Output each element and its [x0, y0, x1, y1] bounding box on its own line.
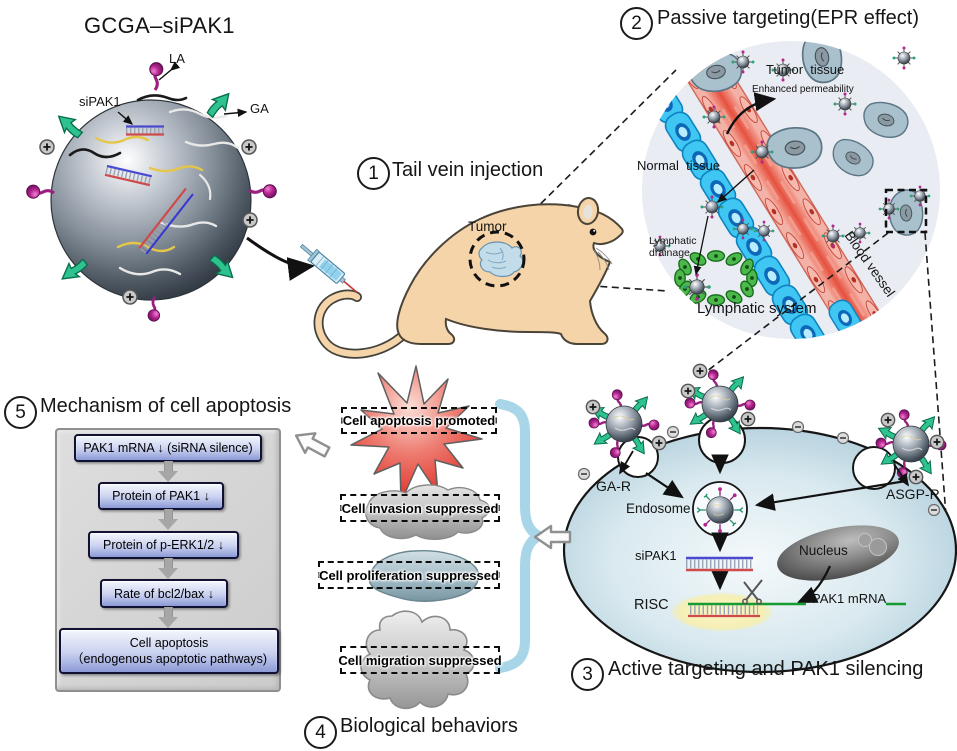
- flowchart-down-arrow-icon: [157, 558, 179, 579]
- lymphatic-drainage-label-1: Lymphatic: [649, 235, 697, 247]
- step-5-title: Mechanism of cell apoptosis: [40, 395, 292, 417]
- flowchart-box-pak1-mrna: PAK1 mRNA ↓ (siRNA silence): [74, 434, 262, 462]
- nucleolus-icon: [869, 538, 887, 556]
- step-1-title: Tail vein injection: [392, 159, 544, 181]
- flowchart-box-protein-pak1: Protein of PAK1 ↓: [98, 482, 224, 510]
- extravasation-arrow: [716, 169, 755, 203]
- biological-behavior-shapes: [289, 365, 572, 710]
- risc-label: RISC: [634, 597, 669, 613]
- scissors-icon: [742, 579, 763, 605]
- step-2-title: Passive targeting(EPR effect): [657, 7, 919, 29]
- normal-tissue-label: Normal tissue: [637, 158, 721, 173]
- tumor-tissue-label: Tumor tissue: [766, 62, 845, 77]
- sipak1-ligand-label: siPAK1: [79, 94, 121, 109]
- lymphatic-drainage-arrow: [693, 215, 709, 276]
- step-3-title: Active targeting and PAK1 silencing: [608, 658, 924, 680]
- behavior-invasion-box: Cell invasion suppressed: [340, 494, 500, 522]
- behavior-migration-box: Cell migration suppressed: [338, 646, 502, 674]
- figure-title: GCGA–siPAK1: [84, 13, 235, 38]
- enhanced-permeability-arrow: [725, 92, 777, 135]
- flowchart-box-cell-apoptosis: Cell apoptosis （endogenous apoptotic pat…: [59, 628, 279, 674]
- mouse-illustration: [313, 197, 624, 359]
- ga-label: GA: [250, 101, 269, 116]
- risc-duplex-and-mrna: [688, 602, 906, 618]
- step-5-number: 5: [4, 396, 37, 429]
- step-4-title: Biological behaviors: [340, 715, 518, 737]
- endosome-label: Endosome: [626, 501, 691, 516]
- cell-apoptosis-line2: （endogenous apoptotic pathways): [71, 652, 267, 666]
- tumor-on-mouse: [468, 230, 526, 288]
- flowchart-down-arrow-icon: [157, 607, 179, 628]
- sipak1-duplex-free: [686, 556, 753, 572]
- mouse-inner-ear: [583, 204, 593, 220]
- sipak1-duplexes: [104, 125, 194, 255]
- step-3-number: 3: [571, 658, 604, 691]
- epr-illustration: [642, 41, 940, 339]
- step-1-number: 1: [357, 157, 390, 190]
- cell-apoptosis-line1: Cell apoptosis: [129, 635, 209, 650]
- flowchart-box-bcl2-bax: Rate of bcl2/bax ↓: [100, 579, 228, 608]
- tumor-label: Tumor: [468, 219, 507, 234]
- magnified-region-box: [884, 188, 928, 234]
- lymphatic-drainage-label-2: drainage: [649, 247, 690, 259]
- mouse-tail: [315, 291, 408, 357]
- ga-receptor-label: GA-R: [596, 478, 631, 494]
- enhanced-permeability-label: Enhanced permeability: [752, 84, 854, 95]
- behaviors-to-mechanism-arrow: [289, 424, 334, 463]
- syringe-icon: [299, 243, 358, 293]
- ga-pointer-line: [223, 108, 248, 117]
- nucleolus-icon: [858, 533, 872, 547]
- migration-amoeba-shape: [360, 610, 475, 710]
- nucleus-label: Nucleus: [799, 543, 848, 558]
- step-2-number: 2: [620, 7, 653, 40]
- apoptosis-flowchart-panel: PAK1 mRNA ↓ (siRNA silence) Protein of P…: [55, 428, 281, 692]
- step-4-number: 4: [304, 716, 337, 749]
- invasion-blob-shape: [364, 484, 490, 540]
- mouse-eye: [589, 228, 597, 236]
- mouse-eye-glint: [593, 229, 596, 232]
- la-pointer-line: [158, 61, 181, 81]
- flowchart-down-arrow-icon: [157, 509, 179, 530]
- sipak1-cell-label: siPAK1: [635, 548, 677, 563]
- behavior-apoptosis-box: Cell apoptosis promoted: [341, 407, 497, 434]
- trafficking-arrows: [619, 450, 909, 604]
- flowchart-down-arrow-icon: [157, 461, 179, 482]
- apoptosis-star-shape: [350, 365, 483, 503]
- behavior-proliferation-box: Cell proliferation suppressed: [318, 561, 500, 589]
- la-label: LA: [169, 51, 185, 66]
- lymphatic-system-label: Lymphatic system: [697, 300, 817, 317]
- injection-arrow: [246, 236, 315, 281]
- nanoparticle-outside: [892, 46, 916, 70]
- polymer-strands: [68, 94, 240, 276]
- pak1-mrna-label: PAK1 mRNA: [812, 591, 887, 606]
- flowchart-box-perk: Protein of p-ERK1/2 ↓: [88, 531, 239, 559]
- sipak1-pointer-line: [117, 111, 134, 125]
- gcga-sipak1-nanoparticle: [25, 61, 278, 323]
- target-cell-illustration: [562, 363, 957, 674]
- brace-icon: [495, 399, 551, 673]
- mouse-whiskers: [593, 247, 613, 271]
- asgp-receptor-label: ASGP-R: [886, 486, 940, 502]
